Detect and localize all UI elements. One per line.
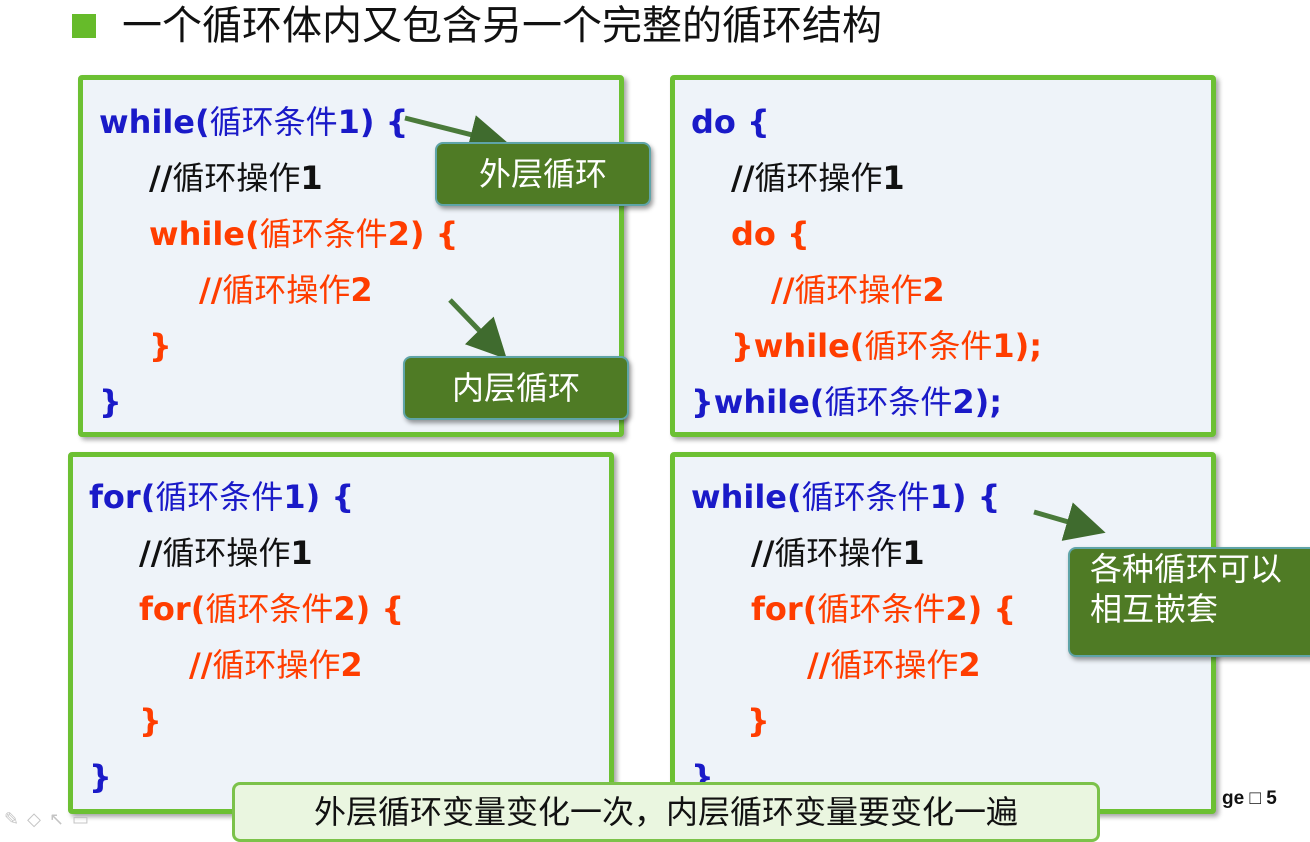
code-line: } [99,383,122,421]
inner-loop-arrow [448,298,507,360]
code-box-for-for: for(循环条件1) { //循环操作1 for(循环条件2) { //循环操作… [68,452,614,814]
slide-toolbar: ✎ ◇ ↖ ▭ [4,808,89,830]
code-line: //循环操作1 [139,534,313,572]
mixed-loop-callout: 各种循环可以 相互嵌套 [1068,547,1310,657]
code-line: } [149,327,172,365]
code-line: } [89,758,112,796]
code-line: while(循环条件1) { [99,103,409,141]
code-line: for(循环条件2) { [139,590,405,628]
code-line: //循环操作1 [149,159,323,197]
code-line: do { [691,103,770,141]
mixed-loop-arrow [1033,502,1106,541]
inner-loop-callout: 内层循环 [403,356,629,420]
pen-icon[interactable]: ✎ [4,809,20,829]
code-box-while-for: while(循环条件1) { //循环操作1 for(循环条件2) { //循环… [670,452,1216,814]
code-line: while(循环条件2) { [149,215,459,253]
bottom-note: 外层循环变量变化一次，内层循环变量要变化一遍 [232,782,1100,842]
code-line: do { [731,215,810,253]
code-line: for(循环条件1) { [89,478,355,516]
outer-loop-callout: 外层循环 [435,142,651,206]
page-title: 一个循环体内又包含另一个完整的循环结构 [122,3,882,49]
code-line: //循环操作2 [807,646,981,684]
code-line: //循环操作2 [189,646,363,684]
code-line: //循环操作1 [751,534,925,572]
eraser-icon[interactable]: ◇ [27,809,41,829]
code-line: for(循环条件2) { [751,590,1017,628]
code-line: //循环操作2 [771,271,945,309]
code-line: } [747,702,770,740]
pointer-icon[interactable]: ↖ [48,809,65,829]
code-line: //循环操作1 [731,159,905,197]
code-line: while(循环条件1) { [691,478,1001,516]
camera-icon[interactable]: ▭ [72,809,90,829]
mixed-loop-callout-line: 相互嵌套 [1090,590,1219,628]
code-line: //循环操作2 [199,271,373,309]
code-line: }while(循环条件1); [731,327,1043,365]
title-bullet [72,14,96,38]
code-box-do-do: do { //循环操作1 do { //循环操作2 }while(循环条件1);… [670,75,1216,437]
code-line: } [139,702,162,740]
outer-loop-arrow [404,115,510,155]
mixed-loop-callout-line: 各种循环可以 [1090,550,1283,588]
code-line: }while(循环条件2); [691,383,1003,421]
page-number: ge □ 5 [1222,788,1277,809]
